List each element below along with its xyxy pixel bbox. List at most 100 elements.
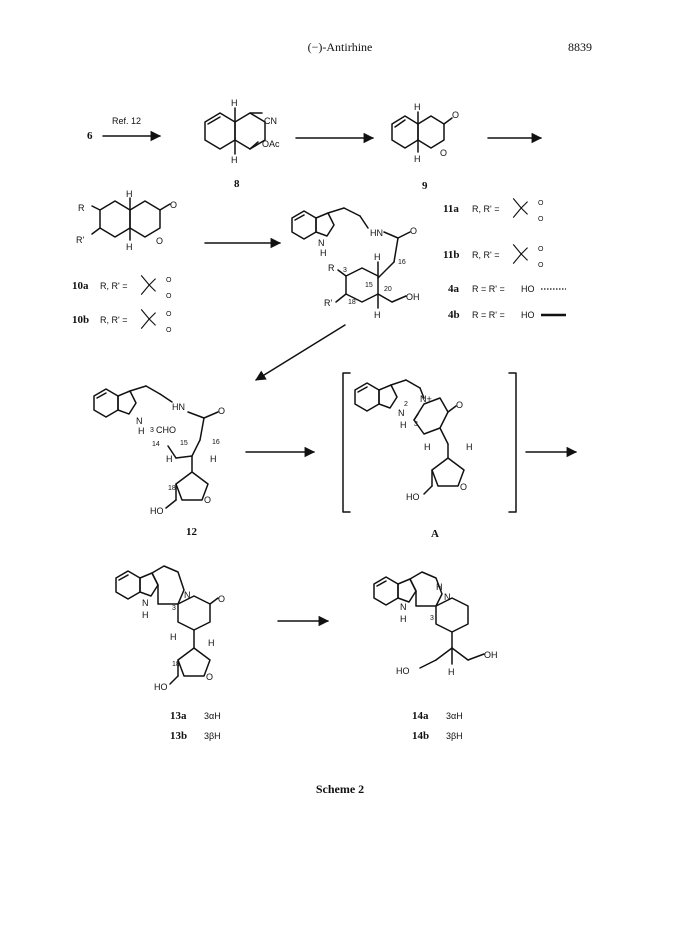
compound-14b-label: 14b [412, 730, 429, 742]
indole-n-13: N [142, 598, 149, 608]
indole-h-13: H [142, 610, 149, 620]
rp-label-10: R' [76, 235, 84, 245]
num-14-12: 14 [152, 441, 160, 448]
ho-label-4a: HO [521, 284, 535, 294]
carbonyl-o-A: O [456, 400, 463, 410]
num-15-12: 15 [180, 440, 188, 447]
rr-label-11b: R, R' = [472, 250, 499, 260]
r-label-11: R [328, 263, 335, 273]
compound-8-structure [204, 107, 266, 155]
rr-label-10b: R, R' = [100, 315, 127, 325]
num-3-14: 3 [430, 615, 434, 622]
num-3-13: 3 [172, 605, 176, 612]
num-3-A: 3 [414, 421, 418, 428]
num-3-12: 3 [150, 427, 154, 434]
compound-9-label: 9 [422, 180, 428, 192]
acetonide-o-11b-bottom: O [538, 262, 544, 269]
h-label-A-left: H [424, 442, 431, 452]
amine-n-14: N [444, 592, 451, 602]
indole-n-12: N [136, 416, 143, 426]
h-label-13-right: H [208, 638, 215, 648]
h-label-14-c3: H [436, 582, 443, 592]
h-label-10-bottom: H [126, 242, 133, 252]
page-number: 8839 [568, 40, 592, 54]
compound-4a-label: 4a [448, 283, 460, 295]
carbonyl-o-10: O [170, 200, 177, 210]
h-label-10-top: H [126, 189, 133, 199]
num-20-11: 20 [384, 286, 392, 293]
compound-10-structure [91, 197, 171, 241]
rr-label-10a: R, R' = [100, 281, 127, 291]
compound-9-structure [391, 111, 453, 153]
ho-label-13: HO [154, 682, 168, 692]
num-15-11: 15 [365, 282, 373, 289]
acetonide-o-11a-bottom: O [538, 216, 544, 223]
carbonyl-o-9: O [452, 110, 459, 120]
compound-A-structure [354, 379, 465, 495]
r-eq-r-label-4a: R = R' = [472, 284, 505, 294]
compound-4b-label: 4b [448, 309, 460, 321]
num-16-12: 16 [212, 439, 220, 446]
compound-12-structure [93, 385, 219, 509]
h-label-11-bottom: H [374, 310, 381, 320]
alpha-h-14a: 3αH [446, 711, 463, 721]
acetonide-o-11b-top: O [538, 246, 544, 253]
amide-o-12: O [218, 406, 225, 416]
bracket-left [342, 372, 351, 513]
running-title: (−)-Antirhine [307, 40, 373, 54]
h-label-9-top: H [414, 102, 421, 112]
r-label-10: R [78, 203, 85, 213]
compound-12-label: 12 [186, 526, 198, 538]
compound-13-structure [115, 565, 219, 685]
h-label-8-bottom: H [231, 155, 238, 165]
ring-o-9: O [440, 148, 447, 158]
compound-10a-label: 10a [72, 280, 89, 292]
compound-A-label: A [431, 528, 439, 540]
h-label-14-bottom: H [448, 667, 455, 677]
compound-13a-label: 13a [170, 710, 187, 722]
h-label-12-right: H [210, 454, 217, 464]
ring-o-13: O [206, 672, 213, 682]
h-label-9-bottom: H [414, 154, 421, 164]
acetonide-o-10a-top: O [166, 277, 172, 284]
acetonide-o-10b-bottom: O [166, 327, 172, 334]
indole-h-A: H [400, 420, 407, 430]
compound-6-label: 6 [87, 130, 93, 142]
rp-label-11: R' [324, 298, 332, 308]
cho-label-12: CHO [156, 425, 176, 435]
carbonyl-o-13: O [218, 594, 225, 604]
acetonide-o-10b-top: O [166, 311, 172, 318]
compound-11-structure [291, 207, 411, 309]
num-3-11: 3 [343, 267, 347, 274]
ring-o-10: O [156, 236, 163, 246]
num-18-12: 18 [168, 485, 176, 492]
compound-14-structure [373, 571, 485, 669]
h-label-8-top: H [231, 98, 238, 108]
h-label-11-top: H [374, 252, 381, 262]
ho-label-14: HO [396, 666, 410, 676]
oac-label: OAc [262, 139, 280, 149]
compound-14a-label: 14a [412, 710, 429, 722]
indole-n-14: N [400, 602, 407, 612]
alpha-h-13a: 3αH [204, 711, 221, 721]
compound-11a-label: 11a [443, 203, 459, 215]
acetonide-o-10a-bottom: O [166, 293, 172, 300]
cn-label: CN [264, 116, 277, 126]
num-18-11: 18 [348, 299, 356, 306]
oh-label-14: OH [484, 650, 498, 660]
amide-hn-12: HN [172, 402, 185, 412]
amide-hn-11: HN [370, 228, 383, 238]
ho-label-A: HO [406, 492, 420, 502]
h-label-12-left: H [166, 454, 173, 464]
ho-label-4b: HO [521, 310, 535, 320]
indole-n-11: N [318, 238, 325, 248]
iminium-n-A: N+ [420, 394, 432, 404]
bracket-right [508, 372, 517, 513]
r-eq-r-label-4b: R = R' = [472, 310, 505, 320]
ring-o-12: O [204, 495, 211, 505]
indole-h-11: H [320, 248, 327, 258]
lactam-n-13: N [184, 590, 191, 600]
arrow-5 [255, 324, 346, 381]
